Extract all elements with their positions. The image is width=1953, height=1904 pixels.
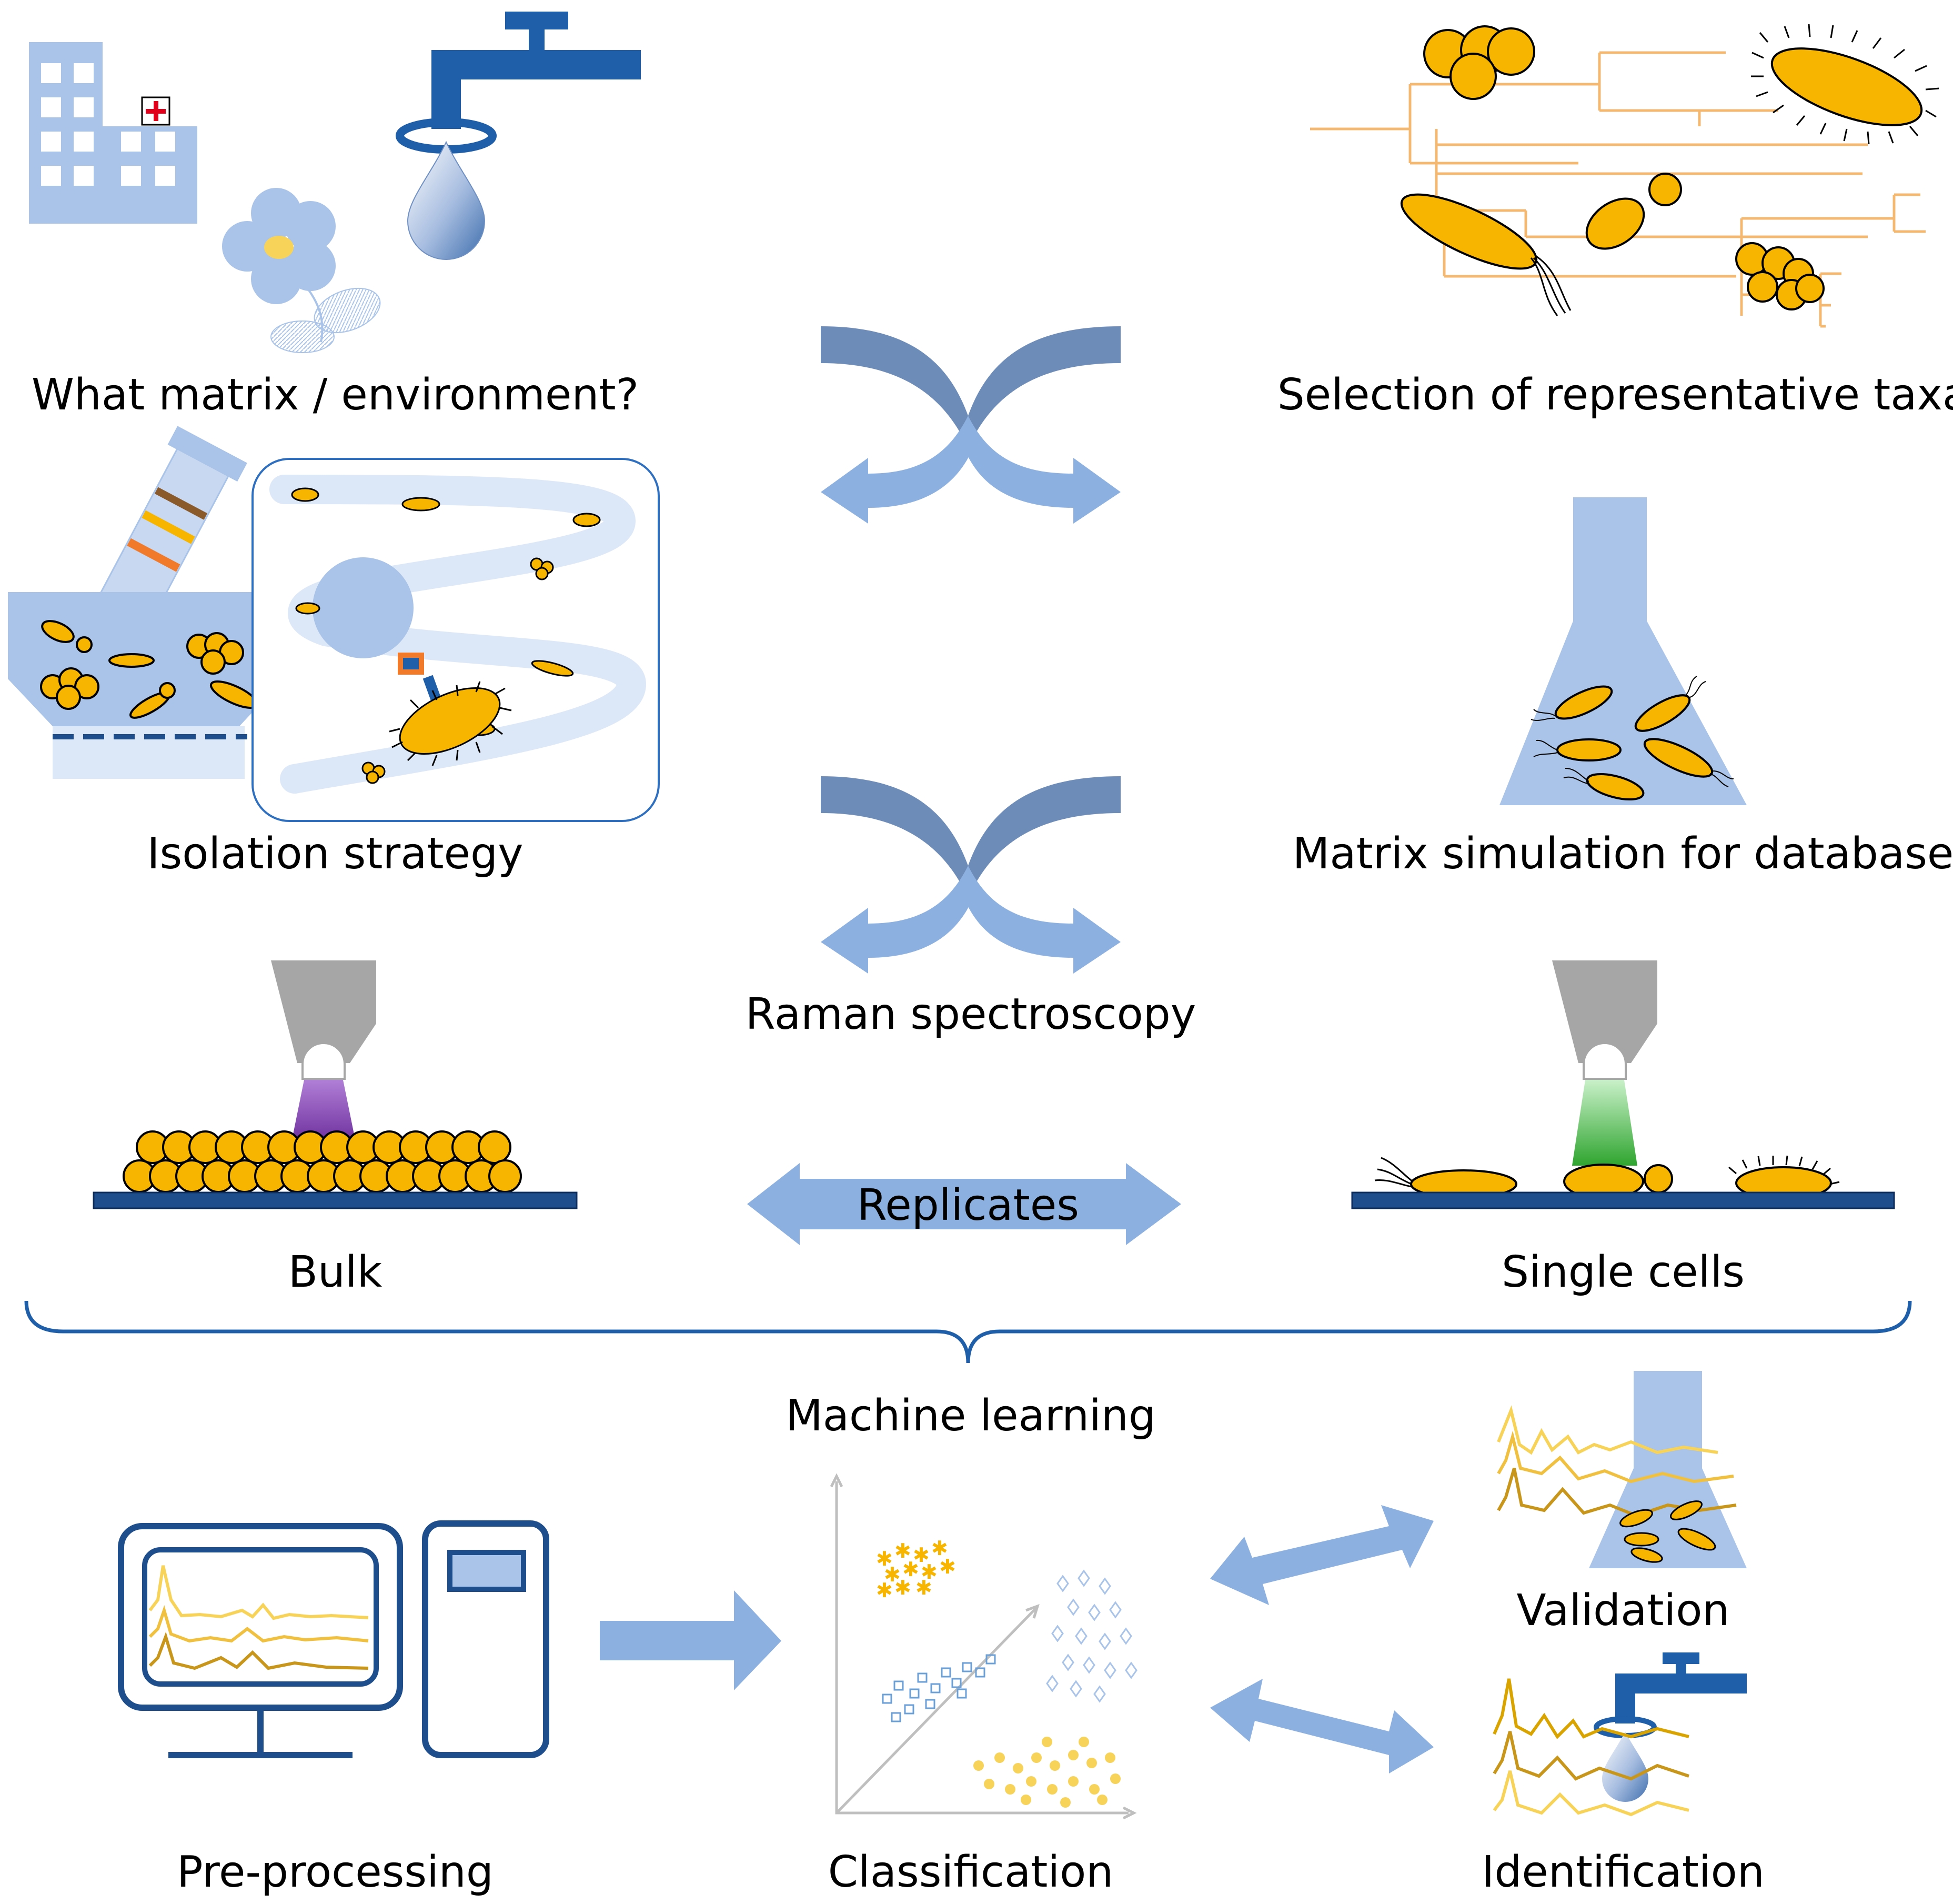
label-matrix-environment: What matrix / environment? (32, 370, 639, 420)
svg-text:✱: ✱ (915, 1576, 932, 1599)
label-identification: Identification (1482, 1847, 1765, 1897)
filter-box-icon (8, 592, 274, 779)
svg-text:✱: ✱ (931, 1537, 948, 1560)
arrow-identification (1210, 1679, 1434, 1773)
cilia (1751, 24, 1939, 145)
label-pre-processing: Pre-processing (177, 1847, 494, 1897)
svg-text:✱: ✱ (894, 1539, 911, 1562)
svg-text:✱: ✱ (894, 1576, 911, 1599)
crossing-arrows-middle (821, 776, 1121, 974)
crossing-arrows-top (821, 326, 1121, 524)
svg-text:✱: ✱ (921, 1560, 938, 1584)
label-bulk: Bulk (288, 1247, 382, 1297)
svg-text:✱: ✱ (913, 1544, 930, 1567)
replicates-arrow: Replicates (747, 1163, 1181, 1245)
bulk-slide (93, 1191, 578, 1209)
svg-text:✱: ✱ (876, 1579, 893, 1602)
label-single-cells: Single cells (1502, 1247, 1745, 1297)
culture-flask-icon (1499, 497, 1747, 805)
laser-objective-bulk (271, 960, 376, 1147)
label-classification: Classification (828, 1847, 1114, 1897)
flagella-lines (1530, 255, 1572, 316)
single-cells (1410, 1164, 1832, 1200)
label-matrix-simulation: Matrix simulation for database (1293, 829, 1953, 879)
arrow-validation (1210, 1505, 1434, 1605)
hospital-icon (29, 42, 197, 224)
computer-icon (118, 1520, 549, 1758)
svg-text:✱: ✱ (884, 1563, 901, 1586)
label-replicates: Replicates (857, 1180, 1079, 1230)
scatter-plot-icon: ✱✱ ✱✱ ✱✱ ✱✱ ✱✱ ✱ (830, 1473, 1137, 1820)
svg-text:✱: ✱ (939, 1555, 956, 1578)
laser-objective-single (1552, 960, 1657, 1166)
label-raman-spectroscopy: Raman spectroscopy (746, 989, 1196, 1039)
single-cell-slide (1351, 1191, 1895, 1209)
svg-text:✱: ✱ (902, 1558, 919, 1581)
bulk-cell-layer (123, 1130, 522, 1193)
water-tap-icon (396, 12, 641, 260)
phylogenetic-tree-icon (1310, 51, 1926, 328)
arrow-to-classification (600, 1590, 781, 1690)
svg-text:✱: ✱ (876, 1547, 893, 1570)
flower-icon (222, 188, 381, 353)
label-machine-learning: Machine learning (786, 1391, 1156, 1441)
identification-icon (1493, 1652, 1747, 1817)
bacteria-cluster-tree (1400, 25, 1923, 310)
label-representative-taxa: Selection of representative taxa (1277, 370, 1953, 420)
validation-icon (1497, 1371, 1747, 1568)
brace (24, 1300, 1912, 1364)
label-validation: Validation (1517, 1586, 1730, 1636)
label-isolation-strategy: Isolation strategy (147, 829, 523, 879)
microfluidic-chip-icon (251, 458, 660, 822)
single-cell-appendages (1374, 1155, 1840, 1200)
